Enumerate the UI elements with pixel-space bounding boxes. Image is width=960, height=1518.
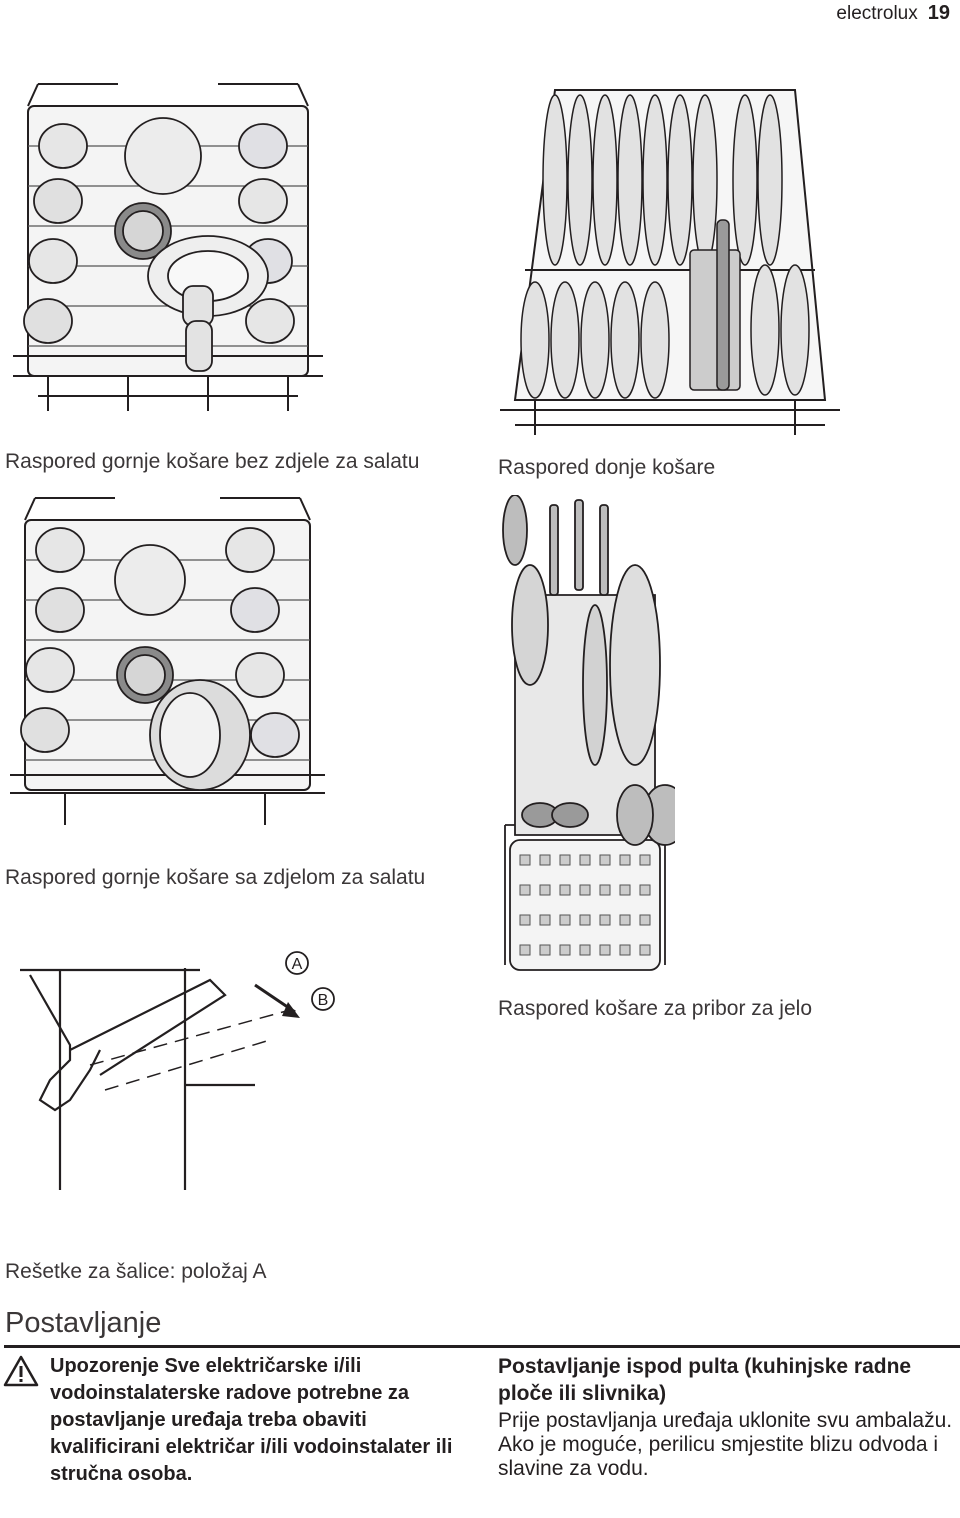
lower-basket-illustration: [495, 70, 845, 440]
cutlery-basket-illustration: [495, 495, 675, 980]
caption-cup-racks: Rešetke za šalice: položaj A: [5, 1260, 267, 1283]
caption-lower-basket: Raspored donje košare: [498, 456, 716, 479]
warning-triangle-icon: [3, 1355, 39, 1392]
label-a: A: [292, 956, 303, 973]
installation-subheading: Postavljanje ispod pulta (kuhinjske radn…: [498, 1355, 912, 1405]
installation-paragraph-1: Prije postavljanja uređaja uklonite svu …: [498, 1409, 953, 1432]
page-header: electrolux 19: [836, 2, 950, 25]
cup-racks-illustration: A B: [10, 950, 340, 1195]
label-b: B: [318, 992, 329, 1009]
warning-text: Upozorenje Sve električarske i/ili vodoi…: [50, 1355, 453, 1485]
installation-column: Postavljanje ispod pulta (kuhinjske radn…: [498, 1353, 958, 1481]
caption-cutlery-basket: Raspored košare za pribor za jelo: [498, 997, 812, 1020]
section-title: Postavljanje: [5, 1307, 162, 1339]
page-number: 19: [927, 2, 950, 24]
section-divider: [4, 1345, 960, 1348]
upper-basket-bowl-illustration: [5, 490, 330, 835]
caption-upper-basket-no-bowl: Raspored gornje košare bez zdjele za sal…: [5, 450, 420, 473]
brand-name: electrolux: [836, 3, 918, 24]
installation-paragraph-2: Ako je moguće, perilicu smjestite blizu …: [498, 1433, 939, 1480]
upper-basket-illustration: [8, 76, 328, 421]
caption-upper-basket-bowl: Raspored gornje košare sa zdjelom za sal…: [5, 866, 426, 889]
